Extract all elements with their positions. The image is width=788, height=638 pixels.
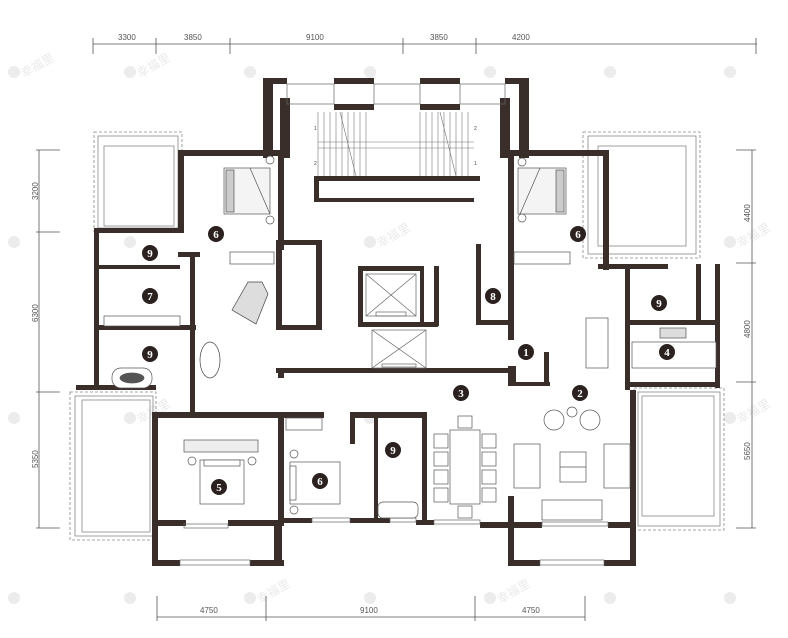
svg-text:6: 6 [213, 229, 219, 241]
dim-top-5: 4200 [512, 33, 530, 42]
svg-text:6: 6 [317, 476, 323, 488]
dim-top-2: 3850 [184, 33, 202, 42]
bed-room6-east [517, 157, 567, 223]
svg-text:8: 8 [490, 291, 496, 303]
stair-step-number: 1 [474, 161, 477, 167]
svg-text:4: 4 [664, 347, 670, 359]
dimension-left [36, 149, 60, 529]
svg-text:3: 3 [458, 388, 464, 400]
piano [231, 281, 269, 325]
dim-right-1: 4400 [743, 204, 752, 222]
room-label-6-west: 6 [208, 226, 224, 242]
walls [76, 78, 720, 566]
bed-room6-west [223, 155, 275, 225]
dim-top-3: 9100 [306, 33, 324, 42]
windows [179, 83, 609, 566]
room-label-6-south: 6 [312, 473, 328, 489]
dim-right-2: 4800 [743, 320, 752, 338]
room-label-8: 8 [485, 288, 501, 304]
dim-left-1: 3200 [31, 182, 40, 200]
dim-bottom-1: 4750 [200, 606, 218, 615]
room-label-7: 7 [142, 288, 158, 304]
stair-step-number: 2 [314, 161, 317, 167]
watermark-text: 幸福里 [134, 50, 173, 81]
dim-bottom-2: 9100 [360, 606, 378, 615]
svg-text:9: 9 [147, 248, 153, 260]
watermark-text: 幸福里 [254, 576, 293, 607]
room-label-6-east: 6 [570, 226, 586, 242]
bed-room5 [183, 439, 259, 505]
svg-text:9: 9 [390, 445, 396, 457]
watermark-text: 幸福里 [734, 220, 773, 251]
dim-top-1: 3300 [118, 33, 136, 42]
room-label-9-e: 9 [651, 295, 667, 311]
room-label-1: 1 [518, 344, 534, 360]
dim-bottom-3: 4750 [522, 606, 540, 615]
dim-top-4: 3850 [430, 33, 448, 42]
svg-text:9: 9 [147, 349, 153, 361]
dim-right-3: 5650 [743, 442, 752, 460]
dimension-top [92, 38, 757, 54]
room-label-2: 2 [572, 385, 588, 401]
dimension-bottom [156, 596, 586, 621]
dim-left-2: 6300 [31, 304, 40, 322]
dimension-right [736, 149, 756, 529]
room-label-9-s: 9 [385, 442, 401, 458]
room-label-3: 3 [453, 385, 469, 401]
room-labels: 1 2 3 4 5 6 6 6 7 8 9 9 9 9 [142, 226, 675, 495]
bathtubs [111, 367, 419, 519]
svg-text:6: 6 [575, 229, 581, 241]
kitchen-counters [631, 327, 717, 369]
room-label-9-w: 9 [142, 346, 158, 362]
room-label-9-nw: 9 [142, 245, 158, 261]
watermark-text: 幸福里 [18, 50, 57, 81]
svg-text:5: 5 [216, 482, 222, 494]
staircase [317, 111, 474, 177]
dining-table [433, 415, 497, 519]
elevators [365, 273, 427, 369]
watermark-text: 幸福里 [494, 576, 533, 607]
living-room-furniture [513, 317, 631, 521]
stair-step-number: 2 [474, 126, 477, 132]
room-label-4: 4 [659, 344, 675, 360]
room-label-5: 5 [211, 479, 227, 495]
wardrobes [103, 251, 571, 431]
watermark-text: 幸福里 [374, 220, 413, 251]
lounge-sofa [199, 341, 221, 379]
stair-step-number: 1 [314, 126, 317, 132]
svg-text:9: 9 [656, 298, 662, 310]
dim-left-3: 5350 [31, 450, 40, 468]
watermark-text: 幸福里 [734, 396, 773, 427]
svg-text:7: 7 [147, 291, 153, 303]
svg-text:2: 2 [577, 388, 583, 400]
svg-text:1: 1 [523, 347, 529, 359]
